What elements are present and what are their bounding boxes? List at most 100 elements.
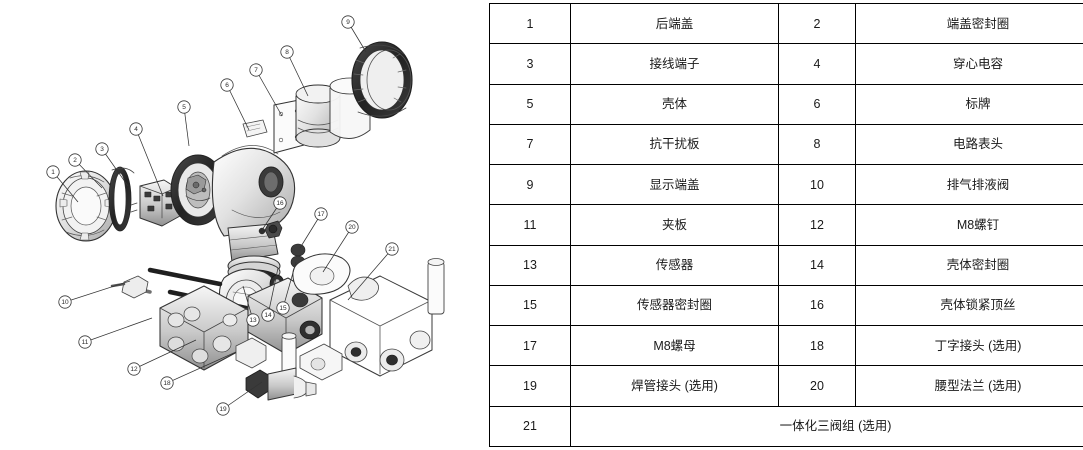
callout-number: 18 (163, 380, 171, 387)
callout-number: 19 (219, 406, 227, 413)
callout-number: 5 (182, 104, 186, 111)
callout-bubble (314, 207, 328, 221)
part-name-cell: 抗干扰板 (570, 123, 779, 166)
part-number-cell: 8 (778, 123, 856, 166)
part-rear-end-cap (55, 170, 117, 242)
callout-19: 19 (216, 381, 263, 416)
callout-14: 14 (261, 267, 279, 322)
part-number-cell: 6 (778, 83, 856, 125)
callout-6: 6 (220, 78, 250, 131)
part-number-cell: 3 (489, 43, 571, 85)
part-nameplate (242, 119, 268, 138)
part-name-cell: 夹板 (570, 204, 779, 246)
callout-number: 10 (61, 299, 69, 306)
callout-bubble (385, 242, 399, 256)
part-name-cell: 电路表头 (855, 123, 1083, 166)
callout-bubble (261, 308, 275, 322)
part-number-cell: 16 (778, 284, 856, 327)
callout-bubble (78, 335, 92, 349)
callout-leader-line (267, 267, 279, 316)
callout-12: 12 (127, 339, 197, 376)
part-display-end-cap (351, 41, 413, 119)
callout-5: 5 (177, 100, 191, 147)
callout-bubble (249, 63, 263, 77)
part-oval-flange (292, 253, 351, 295)
part-name-cell: 壳体密封圈 (855, 244, 1083, 286)
callout-bubble (345, 220, 359, 234)
callout-10: 10 (58, 280, 131, 309)
callout-18: 18 (160, 351, 237, 390)
part-number-cell: 12 (778, 204, 856, 246)
callout-13: 13 (242, 285, 260, 327)
part-welded-pipe-joint (245, 367, 317, 401)
callout-bubble (280, 45, 294, 59)
part-name-cell: 一体化三阀组 (选用) (570, 405, 1083, 448)
callout-number: 15 (279, 305, 287, 312)
part-name-cell: 焊管接头 (选用) (570, 365, 779, 407)
callout-number: 3 (100, 146, 104, 153)
callout-7: 7 (249, 63, 283, 117)
callout-number: 17 (317, 211, 325, 218)
part-tee-fitting (235, 337, 267, 369)
part-name-cell: 后端盖 (570, 2, 779, 45)
callout-number: 7 (254, 67, 258, 74)
callout-bubble (177, 100, 191, 114)
callout-leader-line (84, 317, 153, 343)
callout-leader-line (135, 128, 164, 197)
callout-leader-line (347, 248, 393, 301)
callout-number: 2 (73, 157, 77, 164)
callout-bubble (95, 142, 109, 156)
part-clamp-plate-assembly (110, 243, 323, 371)
part-name-cell: 传感器 (570, 244, 779, 286)
callout-bubble (220, 78, 234, 92)
part-number-cell: 15 (489, 284, 571, 327)
callout-bubble (160, 376, 174, 390)
part-number-cell: 18 (778, 325, 856, 367)
callout-bubble (276, 301, 290, 315)
part-name-cell: 穿心电容 (855, 43, 1083, 85)
part-name-cell: M8螺钉 (855, 204, 1083, 246)
part-number-cell: 21 (489, 405, 571, 448)
callout-number: 8 (285, 49, 289, 56)
callout-leader-line (222, 381, 263, 410)
callout-11: 11 (78, 317, 153, 349)
part-name-cell: 端盖密封圈 (855, 2, 1083, 45)
callout-leader-line (286, 51, 309, 97)
callout-number: 20 (348, 224, 356, 231)
callout-leader-line (299, 213, 322, 249)
part-number-cell: 19 (489, 365, 571, 407)
callout-leader-line (322, 226, 353, 273)
callout-2: 2 (68, 153, 103, 189)
part-name-cell: 传感器密封圈 (570, 284, 779, 327)
part-number-cell: 10 (778, 164, 856, 206)
part-number-cell: 11 (489, 204, 571, 246)
part-name-cell: 壳体锁紧顶丝 (855, 284, 1083, 327)
callout-3: 3 (95, 142, 129, 187)
part-name-cell: 丁字接头 (选用) (855, 325, 1083, 367)
part-number-cell: 14 (778, 244, 856, 286)
part-number-cell: 9 (489, 164, 571, 206)
part-number-cell: 13 (489, 244, 571, 286)
callout-bubble (273, 196, 287, 210)
callout-number: 1 (51, 169, 55, 176)
callout-bubble (246, 313, 260, 327)
part-number-cell: 2 (778, 2, 856, 45)
callout-bubble (216, 402, 230, 416)
part-name-cell: 壳体 (570, 83, 779, 125)
callout-number: 4 (134, 126, 138, 133)
callout-number: 14 (264, 312, 272, 319)
part-number-cell: 4 (778, 43, 856, 85)
part-name-cell: 腰型法兰 (选用) (855, 365, 1083, 407)
part-name-cell: 显示端盖 (570, 164, 779, 206)
callout-number: 21 (388, 246, 396, 253)
